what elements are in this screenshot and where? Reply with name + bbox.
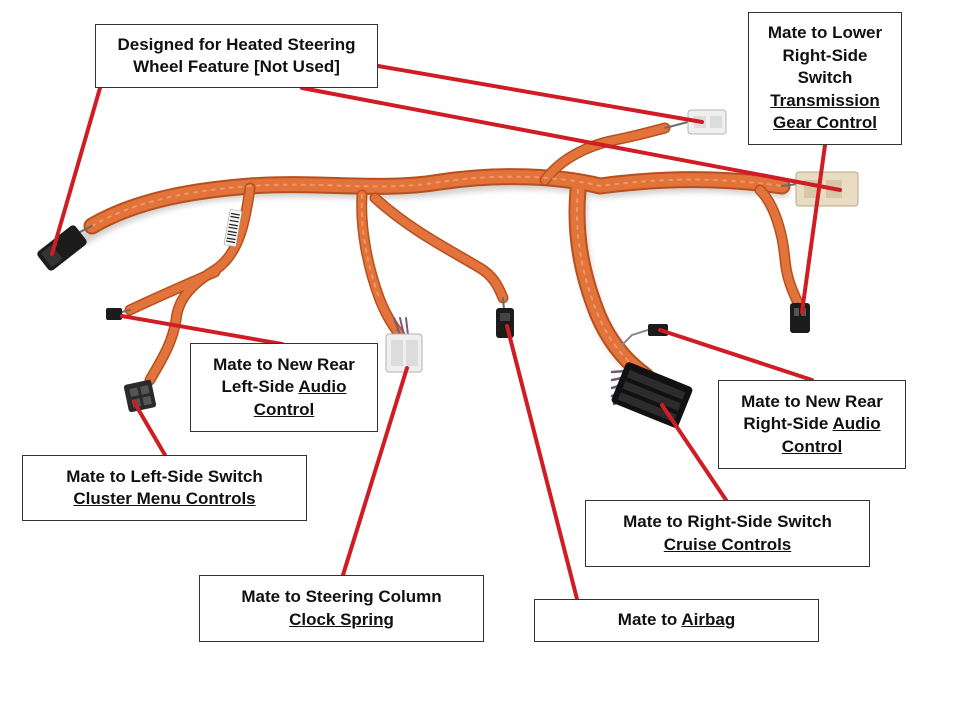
- callout-rear-right-line2-pre: Right-Side: [743, 414, 833, 434]
- callout-left-switch-line1: Mate to Left-Side Switch: [66, 466, 263, 486]
- leader-transmission: [800, 143, 827, 314]
- callout-left-switch-line2: Cluster Menu Controls: [73, 489, 256, 508]
- leader-heated-tan: [300, 86, 842, 192]
- callout-transmission-line5: Gear Control: [773, 113, 877, 133]
- leader-left-switch: [132, 400, 167, 457]
- callout-airbag: Mate to Airbag: [534, 599, 819, 642]
- harness-body: [79, 121, 804, 406]
- leader-airbag: [505, 324, 579, 601]
- callout-heated-line1: Designed for Heated Steering: [117, 34, 356, 54]
- callout-rear-right-line1: Mate to New Rear: [741, 391, 883, 411]
- callout-heated-line2: Wheel Feature [Not Used]: [133, 57, 340, 76]
- connector-lower-right-small: [790, 303, 810, 333]
- barcode-label: [223, 208, 243, 248]
- callout-transmission-line2: Right-Side: [782, 45, 868, 65]
- callout-rear-right-audio: Mate to New Rear Right-Side Audio Contro…: [718, 380, 906, 469]
- callout-transmission-gear: Mate to Lower Right-Side Switch Transmis…: [748, 12, 902, 145]
- callout-cruise-controls: Mate to Right-Side Switch Cruise Control…: [585, 500, 870, 567]
- callout-rear-left-line2-audio: Audio: [298, 377, 347, 397]
- callout-rear-right-line2: Right-Side Audio: [743, 413, 880, 436]
- connector-heated-black: [37, 225, 87, 271]
- connector-left-switch: [123, 379, 157, 413]
- leader-rear-left: [120, 314, 284, 346]
- callout-rear-left-line3: Control: [253, 399, 315, 419]
- leader-heated-white: [376, 64, 704, 124]
- connector-clock-spring-white: [385, 333, 423, 373]
- callout-clock-spring-line1: Mate to Steering Column: [241, 587, 442, 606]
- callout-left-switch-cluster: Mate to Left-Side Switch Cluster Menu Co…: [22, 455, 307, 521]
- callout-rear-right-line2-audio: Audio: [832, 414, 881, 434]
- callout-clock-spring: Mate to Steering Column Clock Spring: [199, 575, 484, 642]
- leader-heated-black: [50, 86, 102, 256]
- leader-clock-spring: [341, 366, 409, 577]
- callout-airbag-line: Mate to Airbag: [618, 609, 735, 632]
- callout-transmission-line3: Switch: [797, 68, 853, 88]
- callout-cruise-line1: Mate to Right-Side Switch: [623, 512, 832, 531]
- leader-rear-right: [658, 328, 814, 382]
- callout-airbag-pre: Mate to: [617, 610, 682, 630]
- callout-transmission-line4: Transmission: [770, 90, 880, 110]
- leader-lines: [50, 64, 842, 601]
- callout-cruise-line2: Cruise Controls: [663, 534, 792, 554]
- callout-heated-steering: Designed for Heated Steering Wheel Featu…: [95, 24, 378, 88]
- callout-transmission-line1: Mate to Lower: [767, 23, 883, 43]
- connector-airbag-black: [496, 308, 514, 338]
- callout-airbag-word: Airbag: [681, 610, 736, 630]
- callout-rear-left-audio: Mate to New Rear Left-Side Audio Control: [190, 343, 378, 432]
- callout-rear-left-line2-pre: Left-Side: [221, 377, 299, 397]
- leader-cruise: [660, 403, 728, 502]
- callout-rear-right-line3: Control: [781, 436, 843, 456]
- callout-rear-left-line2: Left-Side Audio: [222, 376, 347, 399]
- callout-clock-spring-line2: Clock Spring: [289, 609, 394, 629]
- connector-rear-left-small: [106, 308, 122, 320]
- callout-rear-left-line1: Mate to New Rear: [213, 354, 355, 374]
- connector-cruise-large: [611, 362, 693, 428]
